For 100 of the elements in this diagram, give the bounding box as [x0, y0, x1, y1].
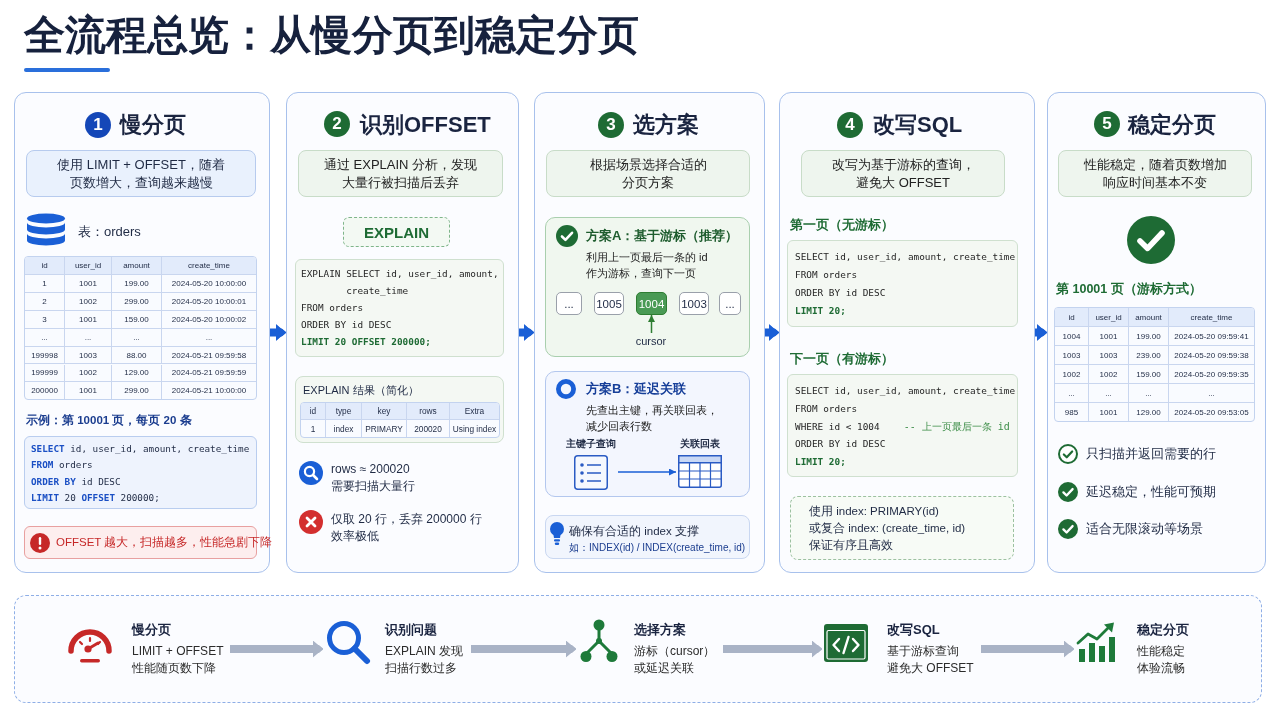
- table-cell: 1002: [1089, 365, 1129, 384]
- step-text: 游标（cursor）: [634, 642, 716, 660]
- table-cell: 199998: [25, 346, 65, 365]
- table-cell: id: [301, 403, 326, 420]
- table-cell: 2024-05-20 10:00:02: [162, 310, 256, 329]
- id-chip: 1005: [594, 292, 624, 315]
- table-cell: 1003: [65, 346, 112, 365]
- tip-example: 如：INDEX(id) / INDEX(create_time, id): [569, 541, 746, 555]
- table-cell: ...: [1129, 384, 1169, 403]
- summary-card: 使用 LIMIT + OFFSET，随着页数增大，查询越来越慢: [26, 150, 256, 197]
- table-cell: 2024-05-20 09:59:35: [1169, 365, 1254, 384]
- panel-heading: 慢分页: [120, 111, 186, 139]
- page-title: 全流程总览：从慢分页到稳定分页: [24, 11, 639, 60]
- benefit-text: 适合无限滚动等场景: [1086, 521, 1203, 537]
- step-text: 扫描行数过多: [385, 659, 457, 677]
- table-cell: 159.00: [1129, 365, 1169, 384]
- table-cell: 1001: [65, 382, 112, 399]
- step-title: 改写SQL: [887, 621, 940, 639]
- note-line: 保证有序且高效: [809, 538, 893, 553]
- finding-text: rows ≈ 200020: [331, 461, 410, 477]
- code-line: SELECT id, user_id, amount, create_time: [795, 250, 1016, 264]
- step-text: 体验流畅: [1137, 659, 1185, 677]
- table-cell: Extra: [450, 403, 499, 420]
- table-cell: 2024-05-21 10:00:00: [162, 382, 256, 399]
- code-line: ORDER BY id DESC: [31, 474, 121, 489]
- table-cell: id: [1055, 308, 1089, 327]
- note-line: 使用 index: PRIMARY(id): [809, 504, 939, 519]
- result-card: [295, 376, 504, 443]
- step-text: 或延迟关联: [634, 659, 694, 677]
- table-caption: 第 10001 页（游标方式）: [1056, 280, 1202, 298]
- flow-strip: [14, 595, 1262, 703]
- step-text: 基于游标查询: [887, 642, 959, 660]
- table-cell: user_id: [1089, 308, 1129, 327]
- table-cell: 1002: [65, 364, 112, 383]
- finding-text: 仅取 20 行，丢弃 200000 行: [331, 511, 482, 527]
- table-cell: key: [362, 403, 407, 420]
- benefit-text: 只扫描并返回需要的行: [1086, 446, 1216, 462]
- step-number: 3: [598, 112, 624, 138]
- warning-text: OFFSET 越大，扫描越多，性能急剧下降: [56, 535, 273, 550]
- table-cell: 200020: [407, 420, 450, 437]
- code-line: EXPLAIN SELECT id, user_id, amount, create_time: [301, 267, 500, 298]
- table-cell: rows: [407, 403, 450, 420]
- icon-caption: 关联回表: [679, 437, 721, 451]
- step-text: 性能随页数下降: [132, 659, 216, 677]
- pointer-label: cursor: [633, 333, 669, 348]
- table-cell: create_time: [162, 257, 256, 275]
- code-line: FROM orders: [31, 458, 93, 473]
- table-cell: 200000: [25, 382, 65, 399]
- finding-text: 效率极低: [331, 528, 379, 544]
- table-cell: 3: [25, 310, 65, 329]
- option-card: [545, 371, 750, 497]
- table-cell: 299.00: [112, 292, 162, 311]
- summary-card: 改写为基于游标的查询，避免大 OFFSET: [801, 150, 1005, 197]
- code-line: ORDER BY id DESC: [301, 318, 392, 332]
- table-cell: Using index: [450, 420, 499, 437]
- table-cell: 1003: [1055, 346, 1089, 365]
- table-cell: 1001: [65, 275, 112, 293]
- option-description: 利用上一页最后一条的 id 作为游标，查询下一页: [586, 250, 709, 281]
- code-line: LIMIT 20;: [795, 304, 846, 318]
- table-cell: 2024-05-21 09:59:58: [162, 346, 256, 365]
- step-panel: [14, 92, 270, 573]
- summary-card: 根据场景选择合适的分页方案: [546, 150, 750, 197]
- table-cell: 1002: [1055, 365, 1089, 384]
- table-cell: 2: [25, 292, 65, 311]
- flow-arrow: [723, 640, 822, 658]
- step-panel: [779, 92, 1035, 573]
- finding-text: 需要扫描大量行: [331, 478, 415, 494]
- id-chip: ...: [556, 292, 582, 315]
- code-line: LIMIT 20 OFFSET 200000;: [301, 335, 431, 349]
- step-panel: [1047, 92, 1266, 573]
- table-cell: index: [326, 420, 362, 437]
- table-cell: 239.00: [1129, 346, 1169, 365]
- table-cell: 88.00: [112, 346, 162, 365]
- table-cell: 2024-05-21 09:59:59: [162, 364, 256, 383]
- step-text: 性能稳定: [1137, 642, 1185, 660]
- flow-arrow: [270, 324, 286, 341]
- code-caption: 第一页（无游标）: [790, 217, 894, 234]
- code-line: FROM orders: [301, 301, 365, 315]
- table-cell: 1: [25, 275, 65, 293]
- panel-heading: 改写SQL: [873, 111, 963, 139]
- step-title: 稳定分页: [1137, 621, 1189, 639]
- option-title: 方案B：延迟关联: [586, 380, 687, 398]
- step-text: LIMIT + OFFSET: [132, 642, 224, 660]
- code-comment: -- 上一页最后一条 id: [903, 420, 1010, 432]
- note-line: 或复合 index: (create_time, id): [809, 521, 966, 536]
- table-cell: ...: [1089, 384, 1129, 403]
- table-caption: 表：orders: [78, 223, 141, 241]
- table-cell: ...: [1055, 384, 1089, 403]
- table-cell: ...: [1169, 384, 1254, 403]
- table-cell: 1001: [1089, 327, 1129, 346]
- table-cell: 129.00: [112, 364, 162, 383]
- code-line: ORDER BY id DESC: [795, 437, 886, 452]
- step-number: 1: [85, 112, 111, 138]
- step-number: 5: [1094, 111, 1120, 137]
- table-cell: ...: [162, 328, 256, 347]
- benefit-text: 延迟稳定，性能可预期: [1086, 484, 1216, 500]
- table-cell: PRIMARY: [362, 420, 407, 437]
- table-cell: id: [25, 257, 65, 275]
- flow-arrow: [765, 324, 779, 341]
- table-cell: 199.00: [112, 275, 162, 293]
